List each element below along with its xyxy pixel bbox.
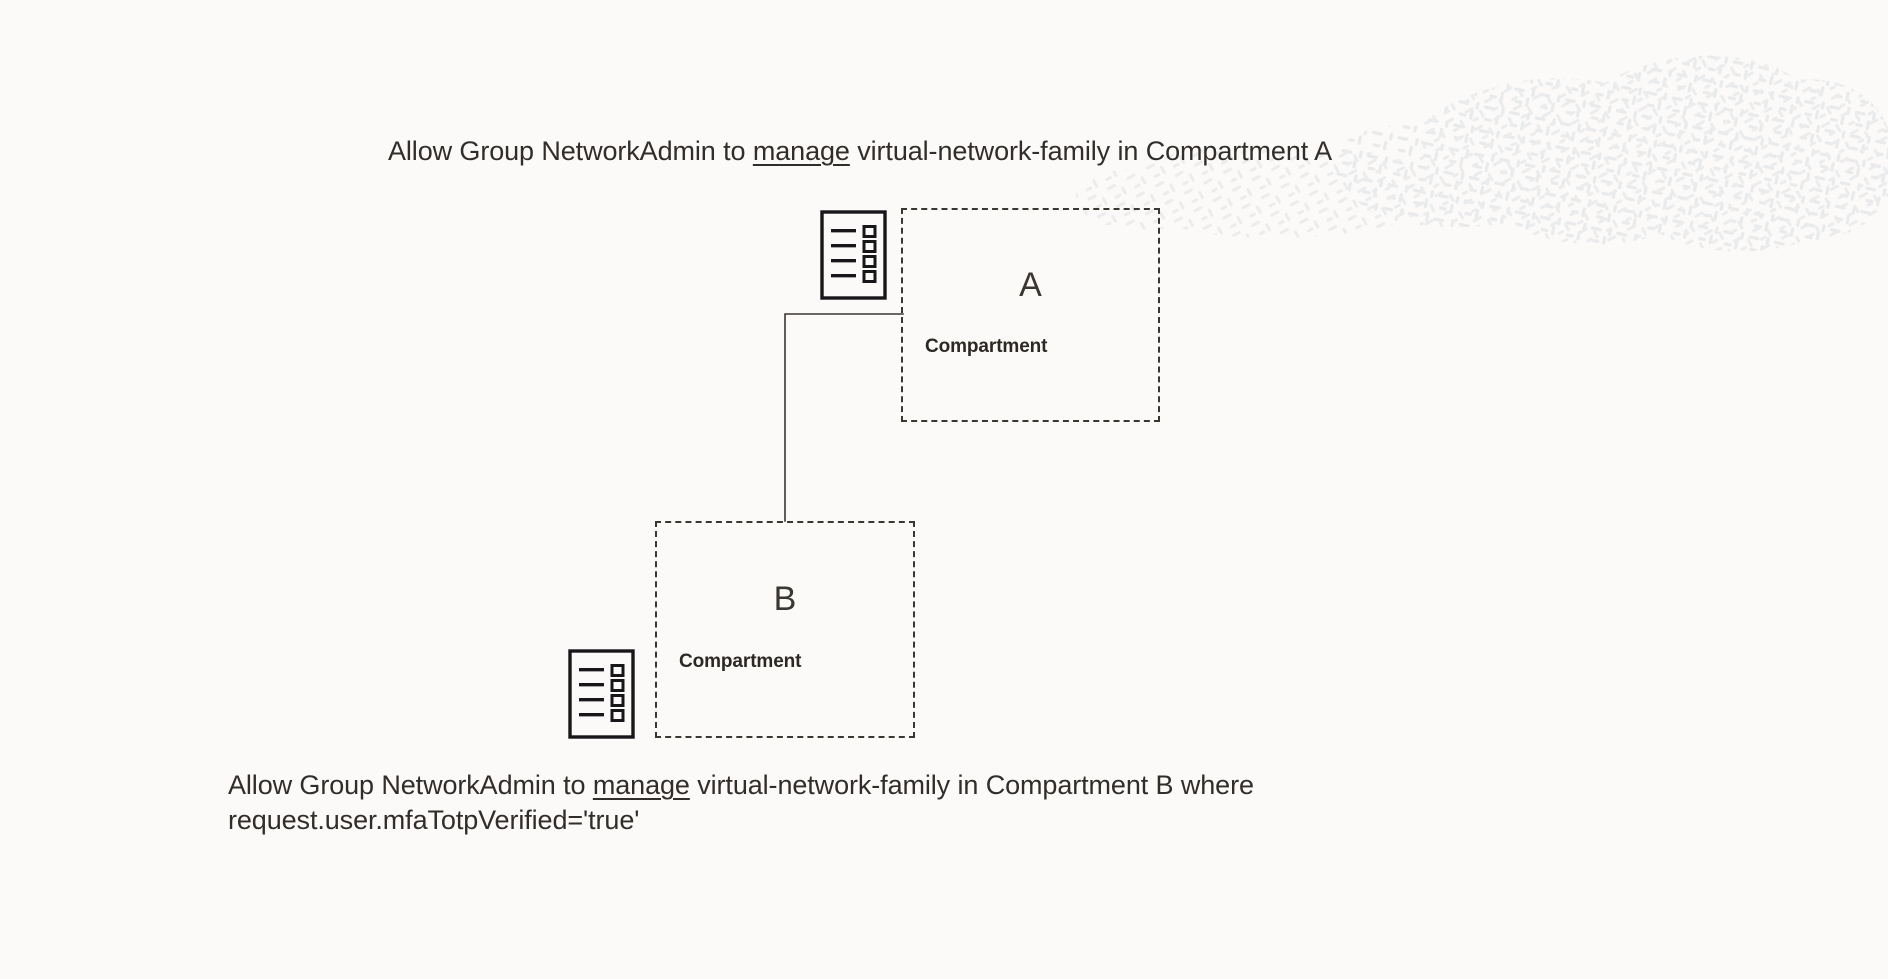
compartment-a-label: Compartment xyxy=(925,336,1048,357)
policy-a-suffix: virtual-network-family in Compartment A xyxy=(849,136,1332,166)
policy-b-prefix: Allow Group NetworkAdmin to xyxy=(228,770,593,800)
compartment-b-box: B Compartment xyxy=(655,521,915,738)
compartment-a-letter: A xyxy=(1019,266,1042,304)
policy-document-icon xyxy=(820,210,887,300)
policy-a-verb: manage xyxy=(752,136,850,166)
policy-statement-a: Allow Group NetworkAdmin to manage virtu… xyxy=(388,134,1468,169)
policy-b-suffix: virtual-network-family in Compartment B … xyxy=(228,770,1262,835)
policy-a-prefix: Allow Group NetworkAdmin to xyxy=(388,136,753,166)
compartment-b-label: Compartment xyxy=(679,651,802,672)
policy-document-icon xyxy=(568,649,635,739)
compartment-a-box: A Compartment xyxy=(901,208,1160,422)
compartment-b-letter: B xyxy=(773,580,797,618)
policy-b-verb: manage xyxy=(592,770,690,800)
policy-statement-b: Allow Group NetworkAdmin to manage virtu… xyxy=(228,768,1368,838)
